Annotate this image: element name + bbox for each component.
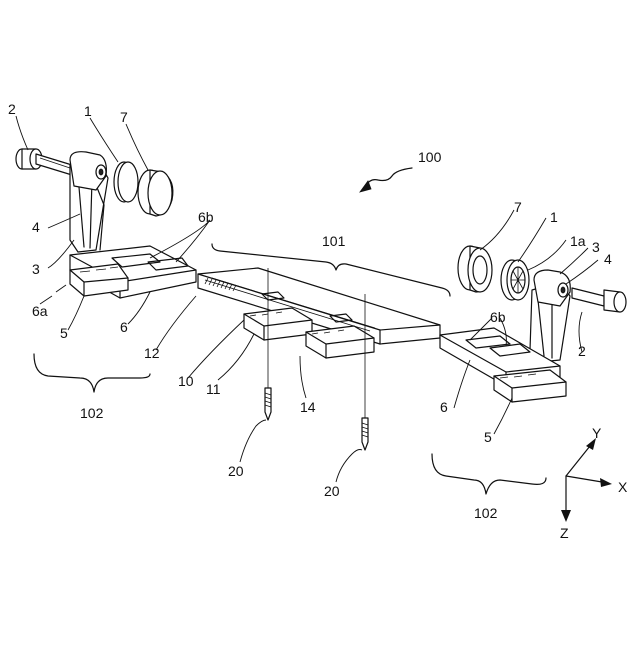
screw-right (362, 418, 368, 450)
label-10: 10 (178, 373, 194, 389)
label-7-right: 7 (514, 199, 522, 215)
left-cap-7 (138, 170, 173, 216)
label-3-right: 3 (592, 239, 600, 255)
label-1a: 1a (570, 233, 586, 249)
label-6-left: 6 (120, 319, 128, 335)
label-5-right: 5 (484, 429, 492, 445)
label-102-left: 102 (80, 405, 104, 421)
left-bracket-assembly (16, 149, 196, 298)
left-foot (70, 264, 128, 296)
coordinate-axes (561, 438, 612, 522)
axis-label-x: X (618, 479, 628, 495)
label-2-left: 2 (8, 101, 16, 117)
left-shaft (16, 149, 72, 175)
label-20-right: 20 (324, 483, 340, 499)
right-wheel-1 (501, 260, 529, 300)
arrow-100 (360, 168, 412, 192)
left-ring-1 (114, 162, 138, 202)
label-1-left: 1 (84, 103, 92, 119)
right-arm (530, 270, 570, 362)
label-5-left: 5 (60, 325, 68, 341)
label-20-left: 20 (228, 463, 244, 479)
label-101: 101 (322, 233, 346, 249)
label-6b-right: 6b (490, 309, 506, 325)
label-11: 11 (206, 381, 221, 397)
label-4-left: 4 (32, 219, 40, 235)
label-2-right: 2 (578, 343, 586, 359)
right-bracket-assembly (440, 246, 626, 402)
label-6-right: 6 (440, 399, 448, 415)
right-foot (494, 370, 566, 402)
right-shaft (572, 288, 626, 312)
label-102-right: 102 (474, 505, 498, 521)
axis-label-z: Z (560, 525, 569, 541)
label-6a: 6a (32, 303, 48, 319)
label-100: 100 (418, 149, 442, 165)
label-4-right: 4 (604, 251, 612, 267)
label-7-left: 7 (120, 109, 128, 125)
axis-label-y: Y (592, 425, 602, 441)
label-3-left: 3 (32, 261, 40, 277)
label-12: 12 (144, 345, 160, 361)
label-1-right: 1 (550, 209, 558, 225)
center-rail-assembly (198, 268, 440, 418)
right-cap-7 (458, 246, 492, 292)
screw-left (265, 388, 271, 420)
left-arm (70, 152, 108, 252)
label-6b-left: 6b (198, 209, 214, 225)
brace-102-right (432, 454, 546, 494)
label-14: 14 (300, 399, 316, 415)
brace-102-left (34, 354, 150, 392)
